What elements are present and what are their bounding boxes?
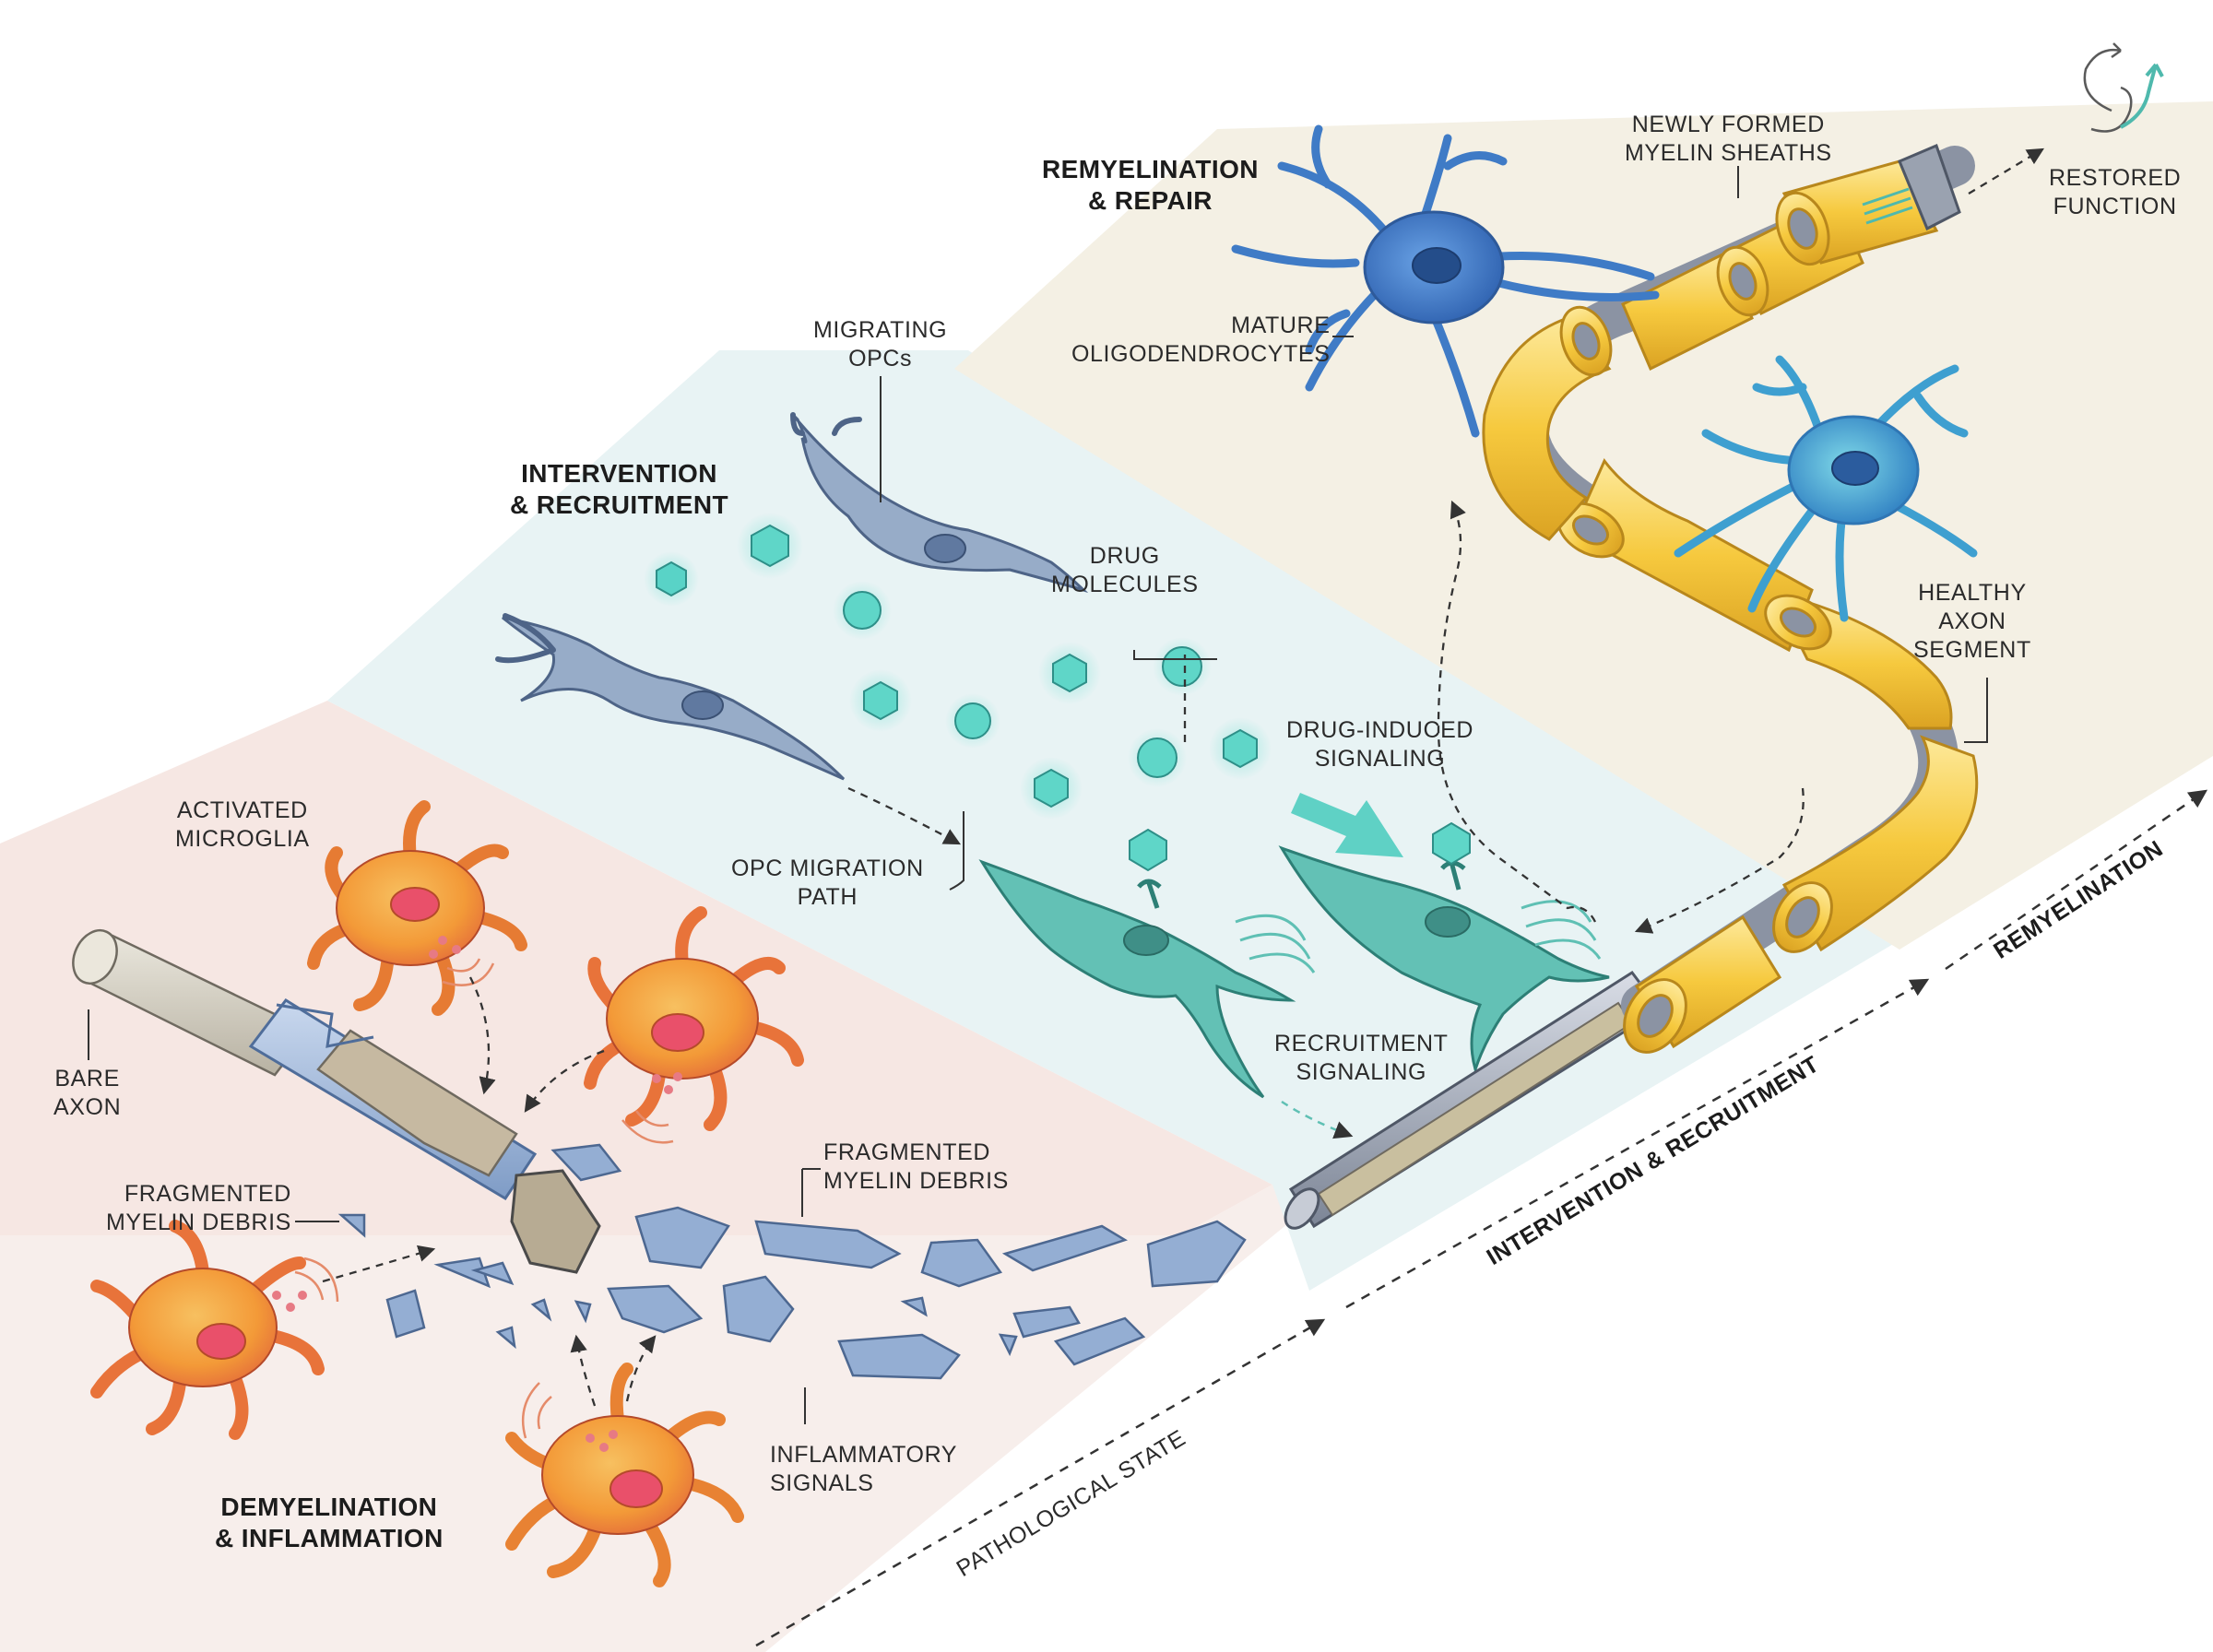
- demyelination-arrows: [322, 976, 657, 1407]
- label-mature-oligodendrocytes: MATURE OLIGODENDROCYTES: [1071, 313, 1331, 367]
- microglia-right: [584, 906, 804, 1131]
- sheath-segment-3: [1796, 596, 1953, 730]
- recruitment-signal-arrow: [1281, 1100, 1354, 1139]
- oligodendrocyte-lower: [1674, 355, 1978, 622]
- sheath-segment-5: [1482, 316, 1612, 541]
- label-opc-migration-path: OPC MIGRATION PATH: [731, 856, 924, 910]
- remyelination-arrows: [1437, 148, 2044, 934]
- label-recruitment-signaling: RECRUITMENT SIGNALING: [1274, 1031, 1449, 1085]
- oligodendrocyte-upper: [1231, 124, 1660, 438]
- central-axon-rod: [1284, 970, 1663, 1230]
- label-migrating-opcs: MIGRATING OPCs: [813, 317, 948, 372]
- label-fragmented-debris-left: FRAGMENTED MYELIN DEBRIS: [106, 1181, 291, 1235]
- label-fragmented-debris-center: FRAGMENTED MYELIN DEBRIS: [823, 1139, 1009, 1194]
- opc-activated-center: [978, 828, 1296, 1099]
- mature-oligodendrocytes: [1231, 124, 1978, 622]
- drug-induced-signaling-arrow: [1291, 793, 1403, 857]
- recruitment-waves: [1235, 900, 1602, 974]
- microglia-bottom: [505, 1363, 744, 1587]
- stage-title-intervention: INTERVENTION & RECRUITMENT: [510, 459, 728, 519]
- stage-axis: [755, 789, 2208, 1647]
- restored-function-icon: [2083, 42, 2164, 133]
- zone-demyelination-lower: [0, 1185, 1319, 1652]
- drug-molecules: [644, 513, 1272, 820]
- axon-terminal: [1862, 143, 1961, 231]
- microglia-left: [90, 1220, 325, 1440]
- migrating-opcs: [495, 412, 1610, 1099]
- inflammatory-signal-marks: [272, 936, 682, 1452]
- label-activated-microglia: ACTIVATED MICROGLIA: [175, 797, 310, 852]
- stage-title-remyelination: REMYELINATION & REPAIR: [1042, 155, 1259, 215]
- opc-lower: [495, 613, 846, 781]
- opc-upper: [790, 412, 1089, 594]
- label-restored-function: RESTORED FUNCTION: [2049, 165, 2182, 219]
- label-inflammatory-signals: INFLAMMATORY SIGNALS: [770, 1442, 958, 1496]
- label-newly-formed-sheaths: NEWLY FORMED MYELIN SHEATHS: [1625, 112, 1832, 166]
- microglia-top: [307, 800, 527, 1016]
- myelin-sheath-segments: [1482, 159, 1979, 1054]
- myelin-debris-fragments: [337, 1143, 1247, 1380]
- inflammatory-waves: [294, 958, 674, 1439]
- stage-title-demyelination: DEMYELINATION & INFLAMMATION: [215, 1493, 444, 1552]
- migration-arrows: [847, 655, 1187, 845]
- sheath-segment-2: [1781, 735, 1979, 952]
- microglia-cells: [90, 800, 804, 1587]
- opc-activated-right: [1278, 821, 1610, 1075]
- label-drug-induced-signaling: DRUG-INDUCED SIGNALING: [1286, 717, 1474, 772]
- label-bare-axon: BARE AXON: [53, 1066, 122, 1120]
- leader-lines: [88, 166, 1988, 1424]
- bare-axon: [72, 929, 311, 1077]
- label-drug-molecules: DRUG MOLECULES: [1051, 543, 1199, 597]
- damaged-myelin-sheath: [248, 998, 601, 1274]
- label-healthy-axon-segment: HEALTHY AXON SEGMENT: [1913, 580, 2031, 663]
- zone-demyelination-background: [0, 701, 1272, 1235]
